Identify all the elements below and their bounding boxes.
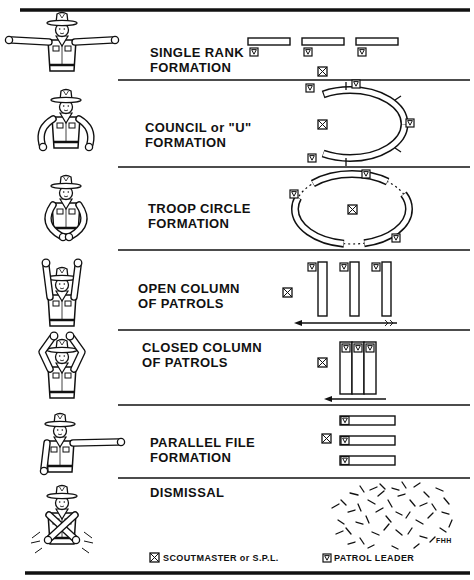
top-rule xyxy=(20,8,470,12)
scout-figure xyxy=(48,176,84,241)
formation-label: SINGLE RANK FORMATION xyxy=(150,46,272,76)
scout-figure xyxy=(42,332,82,398)
formation-label: TROOP CIRCLE FORMATION xyxy=(148,202,268,232)
bottom-rule xyxy=(25,571,470,575)
formation-label: CLOSED COLUMN OF PATROLS xyxy=(142,341,282,371)
scoutmaster-symbol xyxy=(150,553,159,562)
scout-figure xyxy=(5,13,118,72)
scout-figure xyxy=(31,486,93,554)
parallel-file-formation xyxy=(322,416,395,465)
legend-text: PATROL LEADER xyxy=(334,553,414,563)
scout-figure xyxy=(40,414,124,475)
legend-text: SCOUTMASTER or S.P.L. xyxy=(163,553,279,563)
formation-label: COUNCIL or "U" FORMATION xyxy=(145,121,271,151)
row-separators xyxy=(118,80,470,478)
open-column-formation xyxy=(283,262,397,326)
artist-signature: FHH xyxy=(436,537,466,545)
council-u-formation xyxy=(296,80,415,166)
single-rank-formation xyxy=(248,38,398,76)
scout-figure xyxy=(39,90,92,151)
patrol-leader-symbol xyxy=(323,554,331,562)
scattering-scouts xyxy=(332,482,452,549)
troop-circle-formation xyxy=(290,170,409,244)
closed-column-formation xyxy=(318,342,386,402)
formation-label: PARALLEL FILE FORMATION xyxy=(150,436,272,466)
formation-label: DISMISSAL xyxy=(150,486,270,501)
formation-label: OPEN COLUMN OF PATROLS xyxy=(138,282,250,312)
scout-figure xyxy=(42,259,82,326)
